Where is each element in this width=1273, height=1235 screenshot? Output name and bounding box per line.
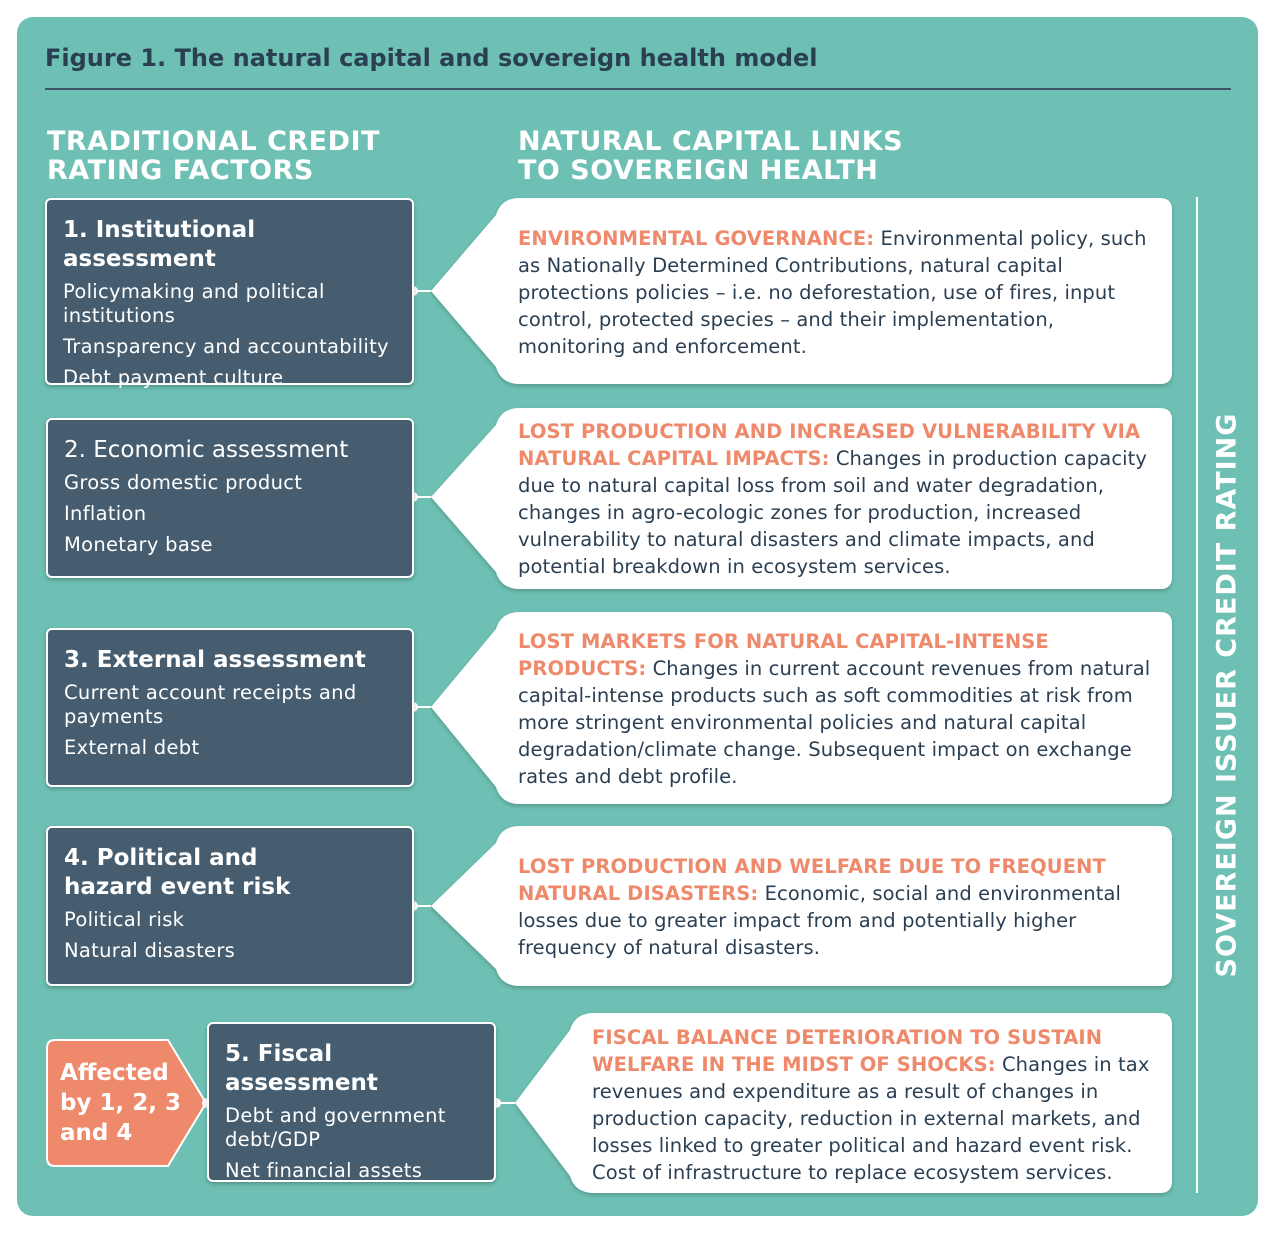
factor-item: Policymaking and political institutions (63, 280, 325, 327)
factor-item: Current account receipts and payments (64, 681, 357, 728)
factor-title-4: 4. Political and hazard event risk (64, 845, 291, 900)
factor-item: Debt payment culture (63, 366, 284, 389)
right-header-line-2: TO SOVEREIGN HEALTH (518, 155, 879, 186)
affected-label: Affected by 1, 2, 3 and 4 (60, 1060, 181, 1146)
callout-text-2: LOST PRODUCTION AND INCREASED VULNERABIL… (518, 418, 1158, 580)
callout-body-4: Economic, social and environmental losse… (518, 882, 1122, 959)
callout-body-1: Environmental policy, such as Nationally… (518, 227, 1147, 358)
factor-item: Net financial assets (225, 1159, 423, 1182)
callout-body-2: Changes in production capacity due to na… (518, 447, 1148, 578)
factor-item: Political risk (64, 908, 185, 931)
factor-box-5: 5. Fiscal assessment Debt and government… (207, 1022, 496, 1182)
factor-item: Monetary base (64, 533, 213, 556)
figure-title: Figure 1. The natural capital and sovere… (45, 44, 818, 72)
right-header-line-1: NATURAL CAPITAL LINKS (518, 126, 904, 157)
callout-text-1: ENVIRONMENTAL GOVERNANCE: Environmental … (518, 225, 1158, 360)
factor-item: Debt and government debt/GDP (225, 1104, 446, 1151)
factor-item: Transparency and accountability (63, 335, 389, 358)
callout-heading-3: LOST MARKETS FOR NATURAL CAPITAL-INTENSE… (518, 630, 1049, 680)
title-divider (45, 88, 1231, 90)
callout-heading-5: FISCAL BALANCE DETERIORATION TO SUSTAIN … (592, 1026, 1103, 1076)
factor-box-1: 1. Institutional assessment Policymaking… (45, 198, 414, 389)
callout-body-3: Changes in current account revenues from… (518, 657, 1151, 788)
callout-text-5: FISCAL BALANCE DETERIORATION TO SUSTAIN … (592, 1024, 1162, 1186)
factor-item: Gross domestic product (64, 471, 303, 494)
factor-title-5: 5. Fiscal assessment (225, 1041, 378, 1096)
left-header-line-2: RATING FACTORS (47, 155, 314, 186)
callout-body-5: Changes in tax revenues and expenditure … (592, 1053, 1150, 1184)
callout-heading-1: ENVIRONMENTAL GOVERNANCE: (518, 227, 875, 250)
factor-box-3: 3. External assessment Current account r… (46, 628, 414, 787)
factor-box-2: 2. Economic assessment Gross domestic pr… (46, 418, 414, 578)
sovereign-rating-label: SOVEREIGN ISSUER CREDIT RATING (1211, 412, 1243, 978)
factor-title-3: 3. External assessment (64, 647, 366, 673)
callout-heading-4: LOST PRODUCTION AND WELFARE DUE TO FREQU… (518, 855, 1106, 905)
left-column-header: TRADITIONAL CREDIT RATING FACTORS (47, 127, 380, 185)
right-column-header: NATURAL CAPITAL LINKS TO SOVEREIGN HEALT… (518, 127, 903, 185)
callout-text-3: LOST MARKETS FOR NATURAL CAPITAL-INTENSE… (518, 628, 1163, 790)
factor-item: Natural disasters (64, 939, 236, 962)
factor-item: Inflation (64, 502, 147, 525)
side-divider (1196, 197, 1198, 1193)
left-header-line-1: TRADITIONAL CREDIT (47, 126, 380, 157)
callout-heading-2: LOST PRODUCTION AND INCREASED VULNERABIL… (518, 420, 1141, 470)
factor-box-4: 4. Political and hazard event risk Polit… (46, 826, 414, 986)
factor-title-2: 2. Economic assessment (64, 437, 349, 463)
factor-title-1: 1. Institutional assessment (63, 217, 256, 272)
factor-item: External debt (64, 736, 200, 759)
callout-text-4: LOST PRODUCTION AND WELFARE DUE TO FREQU… (518, 853, 1138, 961)
